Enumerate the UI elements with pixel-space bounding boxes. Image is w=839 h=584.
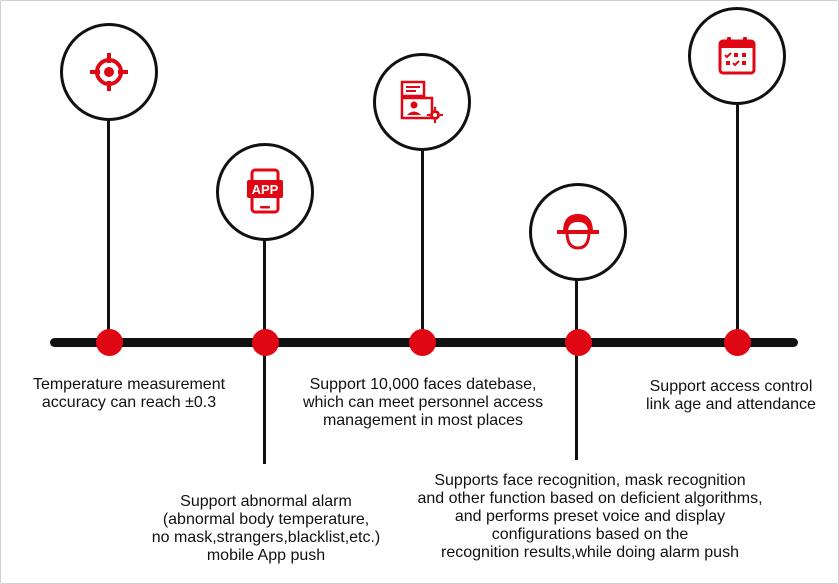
app-label: APP [252,182,279,197]
milestone-caption-3: Support 10,000 faces datebase, which can… [268,376,578,430]
caption-line: accuracy can reach ±0.3 [41,394,217,411]
caption-line: Support abnormal alarm [180,493,352,510]
milestone-icon-circle-5 [688,7,786,105]
milestone-caption-1: Temperature measurement accuracy can rea… [0,376,258,412]
caption-line: Supports face recognition, mask recognit… [434,472,746,489]
face-database-settings-icon [400,80,443,123]
milestone-icon-circle-3 [373,53,471,151]
stem-4 [575,276,578,460]
milestone-dot-5 [723,328,751,356]
caption-line: mobile App push [206,547,326,564]
caption-line: and performs preset voice and display [454,508,726,525]
milestone-caption-2: Support abnormal alarm (abnormal body te… [120,493,412,565]
milestone-dot-4 [564,328,592,356]
face-recognition-icon [557,214,599,250]
caption-line: management in most places [322,412,524,429]
stem-3 [421,150,424,343]
caption-line: which can meet personnel access [302,394,544,411]
caption-line: link age and attendance [646,396,816,413]
caption-line: Support 10,000 faces datebase, [309,376,537,393]
milestone-icon-circle-1 [60,23,158,121]
mobile-app-icon: APP [247,168,283,214]
caption-line: no mask,strangers,blacklist,etc.) [151,529,381,546]
caption-line: Support access control [649,378,813,395]
caption-line: Temperature measurement [32,376,226,393]
stem-1 [107,115,110,343]
milestone-icon-circle-4 [529,183,627,281]
calendar-attendance-icon [718,37,756,75]
caption-line: and other function based on deficient al… [417,490,763,507]
milestone-dot-3 [408,328,436,356]
caption-line: recognition results,while doing alarm pu… [441,544,739,561]
milestone-dot-2 [251,328,279,356]
caption-line: configurations based on the [491,526,689,543]
milestone-icon-circle-2: APP [216,143,314,241]
milestone-dot-1 [95,328,123,356]
caption-line: (abnormal body temperature, [162,511,370,528]
milestone-caption-5: Support access control link age and atte… [624,378,838,414]
crosshair-target-icon [90,53,128,91]
stem-5 [736,100,739,343]
milestone-caption-4: Supports face recognition, mask recognit… [385,472,795,562]
